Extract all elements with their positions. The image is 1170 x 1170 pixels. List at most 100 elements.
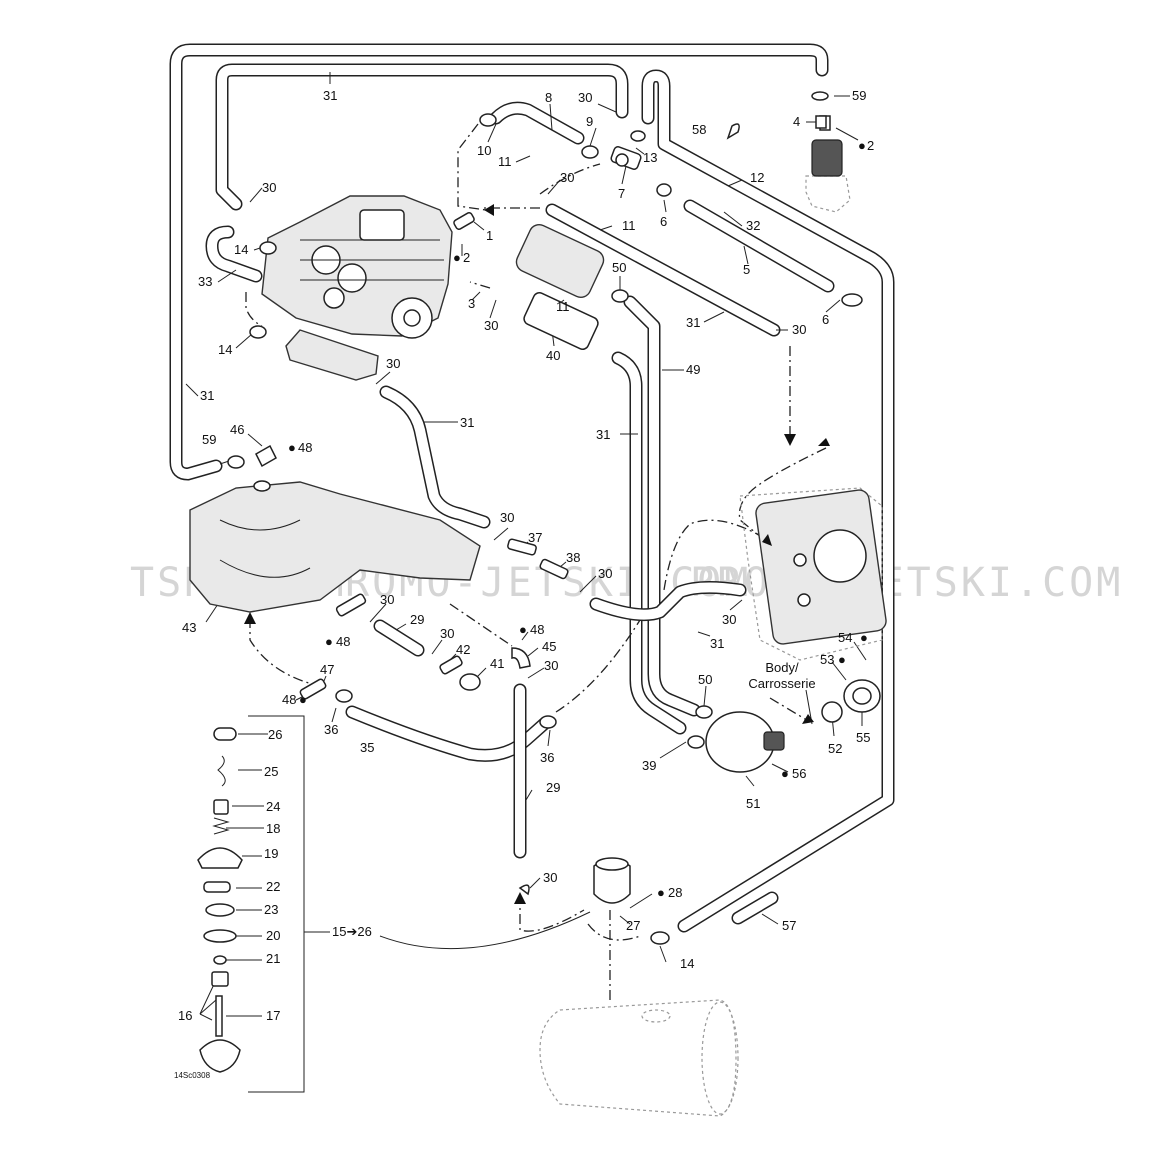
callout-label: 30 — [386, 356, 400, 371]
callout-label: 45 — [542, 639, 556, 654]
callout-label: 30 — [560, 170, 574, 185]
callout-label: 18 — [266, 821, 280, 836]
callout-label: 36 — [324, 722, 338, 737]
callout-label: 30 — [500, 510, 514, 525]
callout-label: 23 — [264, 902, 278, 917]
callout-label: 13 — [643, 150, 657, 165]
callout-label: 1 — [486, 228, 493, 243]
callout-label: 2 — [867, 138, 874, 153]
callout-label: 49 — [686, 362, 700, 377]
callout-label: 30 — [543, 870, 557, 885]
callout-label: 43 — [182, 620, 196, 635]
callout-label: 31 — [710, 636, 724, 651]
callout-label: 11 — [498, 154, 512, 169]
callout-label: 30 — [722, 612, 736, 627]
callout-label: 11 — [622, 218, 636, 233]
callout-label: 59 — [202, 432, 216, 447]
callout-label: 30 — [544, 658, 558, 673]
callout-label: 30 — [484, 318, 498, 333]
callout-label: 6 — [822, 312, 829, 327]
callout-label: 37 — [528, 530, 542, 545]
callout-label: 32 — [746, 218, 760, 233]
callout-label: 52 — [828, 741, 842, 756]
callout-label: 50 — [612, 260, 626, 275]
body-note: Body/ Carrosserie — [748, 660, 815, 691]
body-label-line1: Body/ — [765, 660, 799, 675]
callout-label: 21 — [266, 951, 280, 966]
callout-labels: 31 8 30 59 4 2 58 9 10 13 11 7 12 30 30 … — [178, 88, 874, 1023]
drop-icon: ● — [325, 634, 333, 649]
callout-label: 59 — [852, 88, 866, 103]
drop-icon: ● — [838, 652, 846, 667]
callout-label: 29 — [546, 780, 560, 795]
callout-label: 30 — [598, 566, 612, 581]
muffler-tank — [539, 999, 739, 1117]
flow-lines — [245, 123, 827, 1000]
callout-label: 6 — [660, 214, 667, 229]
callout-label: 36 — [540, 750, 554, 765]
callout-label: 2 — [463, 250, 470, 265]
callout-label: 8 — [545, 90, 552, 105]
fittings — [227, 91, 829, 700]
callout-label: 7 — [618, 186, 625, 201]
callout-label: 51 — [746, 796, 760, 811]
pump-unit — [805, 115, 851, 213]
callout-label: 33 — [198, 274, 212, 289]
flow-arrows — [244, 204, 830, 904]
callout-label: 26 — [268, 727, 282, 742]
thermostat-kit — [197, 727, 243, 1073]
callout-label: 25 — [264, 764, 278, 779]
callout-label: 16 — [178, 1008, 192, 1023]
sealant-drops: ● ● ● ● ● ● ● ● ● ● — [288, 138, 868, 900]
callout-label: 9 — [586, 114, 593, 129]
diagram-code: 14Sc0308 — [174, 1071, 211, 1080]
callout-label: 4 — [793, 114, 800, 129]
callout-label: 17 — [266, 1008, 280, 1023]
callout-label: 38 — [566, 550, 580, 565]
callout-label: 54 — [838, 630, 852, 645]
callout-label: 5 — [743, 262, 750, 277]
callout-label: 30 — [262, 180, 276, 195]
callout-label: 14 — [680, 956, 694, 971]
callout-label: 35 — [360, 740, 374, 755]
drop-icon: ● — [860, 630, 868, 645]
intercooler — [515, 224, 605, 350]
callout-label: 48 — [530, 622, 544, 637]
callout-label: 41 — [490, 656, 504, 671]
hoses — [169, 43, 895, 933]
callout-label: 31 — [323, 88, 337, 103]
callout-label: 31 — [596, 427, 610, 442]
parts — [189, 91, 887, 1117]
callout-label: 20 — [266, 928, 280, 943]
drop-icon: ● — [781, 766, 789, 781]
callout-label: 12 — [750, 170, 764, 185]
callout-label: 39 — [642, 758, 656, 773]
seal-rings — [821, 679, 881, 723]
callout-label: 55 — [856, 730, 870, 745]
callout-label: 24 — [266, 799, 280, 814]
callout-label: 48 — [282, 692, 296, 707]
hose-clamps — [249, 113, 863, 945]
callout-label: 29 — [410, 612, 424, 627]
vacuum-valve — [705, 711, 785, 773]
callout-label: 11 — [556, 299, 570, 314]
callout-label: 19 — [264, 846, 278, 861]
drop-icon: ● — [657, 885, 665, 900]
drop-icon: ● — [453, 250, 461, 265]
body-label-line2: Carrosserie — [748, 676, 815, 691]
callout-label: 56 — [792, 766, 806, 781]
manifold-plate — [285, 329, 379, 381]
callout-label: 30 — [792, 322, 806, 337]
callout-label: 30 — [440, 626, 454, 641]
drop-icon: ● — [519, 622, 527, 637]
callout-label: 10 — [477, 143, 491, 158]
water-trap — [593, 857, 631, 904]
callout-label: 47 — [320, 662, 334, 677]
exhaust-pipe — [189, 480, 481, 613]
engine-block — [261, 195, 453, 339]
kit-range-label: 15➔26 — [332, 924, 372, 939]
drop-icon: ● — [288, 440, 296, 455]
callout-label: 31 — [200, 388, 214, 403]
callout-label: 31 — [460, 415, 474, 430]
